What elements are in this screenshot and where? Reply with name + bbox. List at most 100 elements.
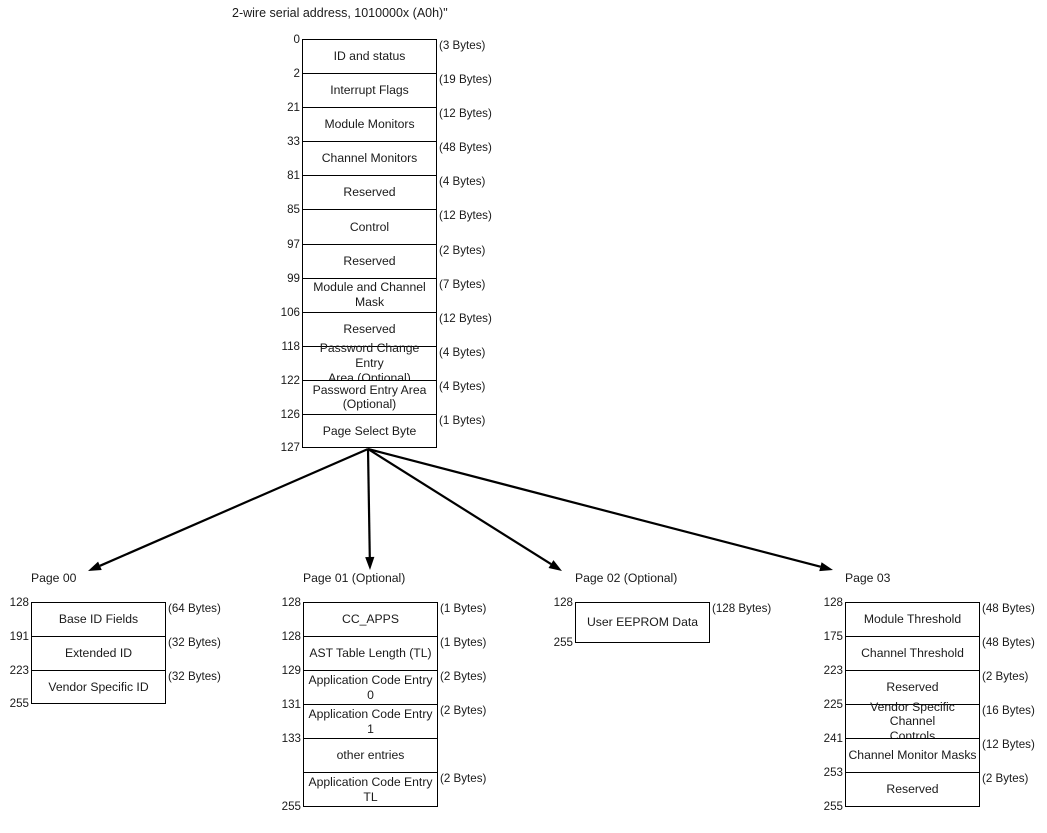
page-03-heading: Page 03 xyxy=(845,571,891,585)
address-label-end: 133 xyxy=(281,732,301,746)
row-label: Application Code Entry TL xyxy=(308,774,433,804)
address-label-end: 97 xyxy=(287,237,300,251)
byte-count-label: (48 Bytes) xyxy=(439,141,492,155)
lower-memory-map-row: 85 Reserved (4 Bytes) xyxy=(287,175,485,216)
row-label: Module Threshold xyxy=(863,612,962,627)
address-label-end: 118 xyxy=(281,339,300,353)
page-02-row: 128 255 User EEPROM Data (128 Bytes) xyxy=(554,596,772,649)
lower-memory-map-row: 126 Password Entry Area (Optional) (4 Byte… xyxy=(281,379,485,421)
byte-count-label: (19 Bytes) xyxy=(439,73,492,87)
row-label: Reserved xyxy=(886,782,939,797)
byte-count-label: (12 Bytes) xyxy=(439,107,492,121)
row-label: Password Change Entry Area (Optional) xyxy=(319,341,420,385)
address-label-end: 127 xyxy=(280,441,300,455)
byte-count-label: (2 Bytes) xyxy=(439,243,486,257)
row-label: Application Code Entry 0 xyxy=(308,672,433,702)
row-label: Vendor Specific ID xyxy=(48,679,149,694)
address-label-end: 223 xyxy=(823,664,843,678)
address-label-end: 175 xyxy=(823,630,843,644)
row-label: Channel Threshold xyxy=(861,646,964,661)
address-label-start: 128 xyxy=(823,596,843,609)
address-label-end: 21 xyxy=(287,101,300,115)
address-label-end: 131 xyxy=(281,698,301,712)
byte-count-label: (16 Bytes) xyxy=(982,704,1035,718)
row-label: Interrupt Flags xyxy=(330,83,409,98)
page-03-row: 128 175 Module Threshold (48 Bytes) xyxy=(824,596,1035,643)
row-label: Reserved xyxy=(343,321,396,336)
address-label-end: 225 xyxy=(823,698,843,712)
page-02-heading: Page 02 (Optional) xyxy=(575,571,678,585)
lower-memory-map-row: 106 Module and Channel Mask (7 Bytes) xyxy=(281,277,485,319)
byte-count-label: (7 Bytes) xyxy=(439,277,486,291)
byte-count-label: (1 Bytes) xyxy=(440,602,487,615)
lower-memory-map-row: 127 Page Select Byte (1 Bytes) xyxy=(281,414,485,454)
address-label-start: 128 xyxy=(281,596,301,609)
byte-count-label: (48 Bytes) xyxy=(982,636,1035,650)
arrow-to-page-00 xyxy=(88,447,369,571)
address-label-end: 255 xyxy=(281,799,301,813)
address-label-end: 85 xyxy=(287,203,300,217)
address-label-end: 122 xyxy=(280,373,300,387)
arrow-to-page-01 xyxy=(365,448,375,570)
page-01-heading: Page 01 (Optional) xyxy=(303,571,406,585)
row-label: CC_APPS xyxy=(342,612,399,627)
row-label: Reserved xyxy=(343,185,396,200)
address-label-end: 99 xyxy=(287,271,300,285)
row-label: Password Entry Area (Optional) xyxy=(312,382,427,412)
address-label-end: 106 xyxy=(280,305,300,319)
page-00-heading: Page 00 xyxy=(31,571,77,585)
page-01-row: other entries xyxy=(303,738,438,773)
address-label-end: 128 xyxy=(281,630,301,644)
row-label: Application Code Entry 1 xyxy=(308,706,433,736)
row-label: Reserved xyxy=(343,253,396,268)
address-label-start: 0 xyxy=(293,33,300,46)
byte-count-label: (48 Bytes) xyxy=(982,602,1035,615)
byte-count-label: (1 Bytes) xyxy=(440,636,487,650)
address-label-end: 255 xyxy=(553,636,573,649)
byte-count-label: (12 Bytes) xyxy=(439,311,492,325)
page-03-row: 223 Channel Threshold (48 Bytes) xyxy=(824,636,1035,677)
byte-count-label: (128 Bytes) xyxy=(712,602,772,615)
byte-count-label: (1 Bytes) xyxy=(439,414,486,428)
byte-count-label: (32 Bytes) xyxy=(168,670,221,684)
arrow-to-page-03 xyxy=(367,447,833,572)
byte-count-label: (12 Bytes) xyxy=(982,738,1035,752)
byte-count-label: (4 Bytes) xyxy=(439,379,486,393)
arrow-to-page-02 xyxy=(367,448,562,571)
byte-count-label: (32 Bytes) xyxy=(168,636,221,650)
lower-memory-map-row: 21 Interrupt Flags (19 Bytes) xyxy=(287,73,492,114)
address-label-start: 128 xyxy=(553,596,573,609)
address-label-end: 126 xyxy=(280,408,300,422)
row-label: Module and Channel Mask xyxy=(313,280,426,310)
lower-memory-map-row: 99 Reserved (2 Bytes) xyxy=(287,243,485,285)
address-label-end: 255 xyxy=(823,799,843,813)
page-03-table: 128 175 Module Threshold (48 Bytes) 223 Chann… xyxy=(824,596,1035,813)
address-label-end: 2 xyxy=(293,67,300,81)
row-label: User EEPROM Data xyxy=(586,615,699,630)
address-label-end: 191 xyxy=(9,630,29,644)
row-label: Page Select Byte xyxy=(322,423,417,438)
lower-memory-map-row: 118 Reserved (12 Bytes) xyxy=(282,311,492,353)
address-label-end: 223 xyxy=(9,664,29,678)
row-label: ID and status xyxy=(333,49,406,64)
byte-count-label: (4 Bytes) xyxy=(439,175,486,189)
row-label: Control xyxy=(349,219,390,234)
row-label: Reserved xyxy=(886,680,939,695)
byte-count-label: (4 Bytes) xyxy=(439,345,486,359)
row-label: Base ID Fields xyxy=(58,612,139,627)
